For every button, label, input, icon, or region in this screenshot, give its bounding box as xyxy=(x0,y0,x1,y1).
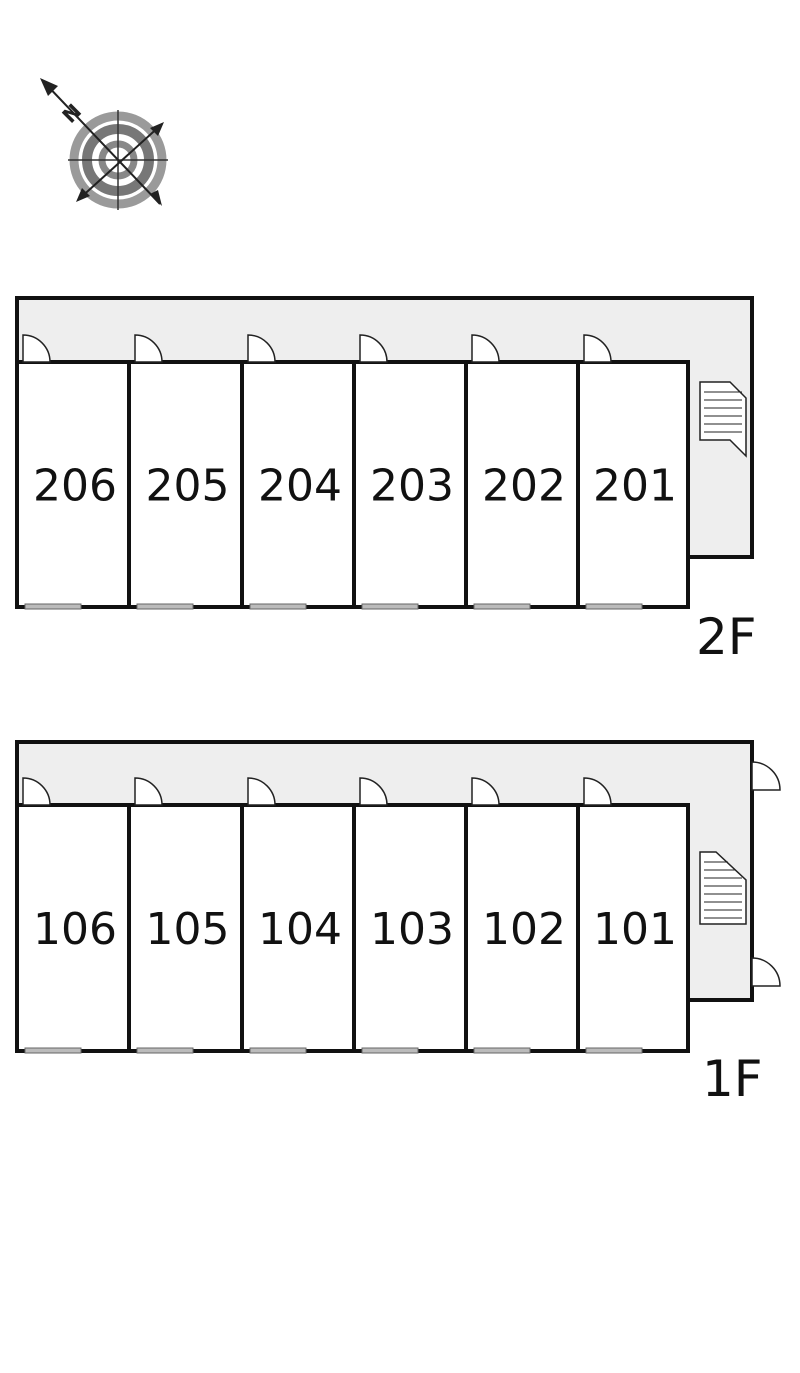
window-icon xyxy=(473,1047,531,1054)
window-icon xyxy=(473,603,531,610)
entrance-door-icon xyxy=(751,761,781,987)
window-icon xyxy=(585,1047,643,1054)
door-icon xyxy=(471,334,500,363)
floor-1f: 1F 106 105 104 103 102 101 xyxy=(15,740,781,1108)
window-icon xyxy=(249,603,307,610)
window-icon xyxy=(585,603,643,610)
unit-label-206: 206 xyxy=(33,461,117,512)
door-icon xyxy=(359,777,388,806)
window-icon xyxy=(24,603,82,610)
unit-label-106: 106 xyxy=(33,904,117,955)
unit-label-201: 201 xyxy=(593,461,677,512)
compass-north-letter: N xyxy=(57,99,86,128)
floor-2f: 2F 206 205 204 203 202 201 xyxy=(15,296,757,666)
window-icon xyxy=(361,603,419,610)
door-icon xyxy=(22,777,51,806)
window-icon xyxy=(249,1047,307,1054)
compass-rose-icon: N xyxy=(40,78,168,210)
floor-label-2f: 2F xyxy=(696,608,757,666)
floor-label-1f: 1F xyxy=(702,1050,763,1108)
door-icon xyxy=(134,777,163,806)
unit-label-203: 203 xyxy=(370,461,454,512)
window-icon xyxy=(136,1047,194,1054)
window-icon xyxy=(361,1047,419,1054)
unit-label-105: 105 xyxy=(146,904,230,955)
unit-label-101: 101 xyxy=(593,904,677,955)
stair-icon xyxy=(699,381,747,458)
unit-label-205: 205 xyxy=(146,461,230,512)
door-icon xyxy=(247,334,276,363)
door-icon xyxy=(359,334,388,363)
door-icon xyxy=(471,777,500,806)
window-icon xyxy=(136,603,194,610)
unit-label-103: 103 xyxy=(370,904,454,955)
door-icon xyxy=(134,334,163,363)
door-icon xyxy=(22,334,51,363)
unit-label-104: 104 xyxy=(258,904,342,955)
stair-icon xyxy=(699,851,747,925)
door-icon xyxy=(583,777,612,806)
window-icon xyxy=(24,1047,82,1054)
door-icon xyxy=(247,777,276,806)
unit-label-102: 102 xyxy=(482,904,566,955)
unit-label-204: 204 xyxy=(258,461,342,512)
unit-label-202: 202 xyxy=(482,461,566,512)
door-icon xyxy=(583,334,612,363)
